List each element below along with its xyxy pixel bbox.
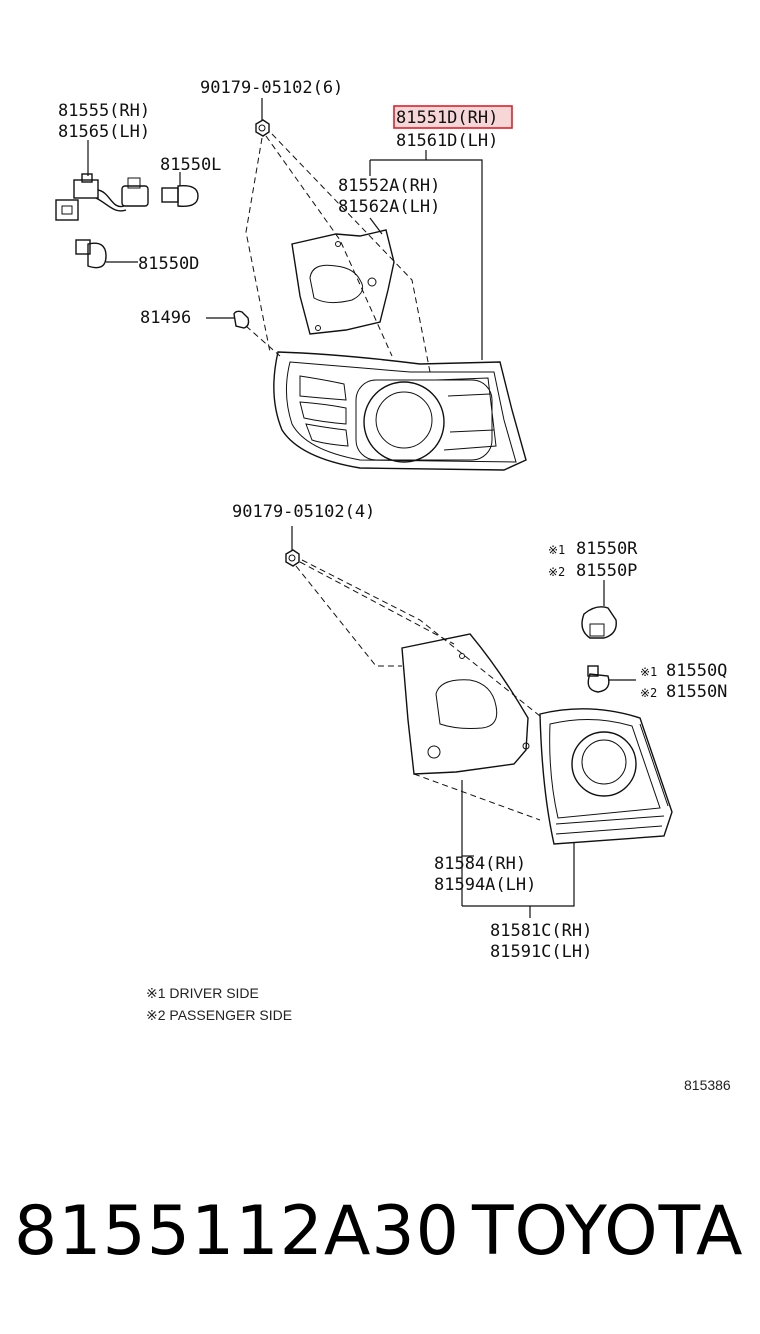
bulb-d-icon[interactable] (75, 239, 138, 269)
label-socket-lh[interactable]: 81565(LH) (58, 122, 150, 142)
diagram-code: 815386 (684, 1077, 731, 1093)
label-socket-rh[interactable]: 81555(RH) (58, 101, 150, 121)
socket-wire-assembly-icon[interactable] (55, 140, 149, 221)
label-bulb-q-mark: ※1 (640, 665, 657, 679)
label-gasket-rh[interactable]: 81552A(RH) (338, 176, 440, 196)
clip-icon[interactable] (206, 310, 250, 329)
label-bulb-n[interactable]: 81550N (666, 682, 727, 702)
label-gasket-lh[interactable]: 81562A(LH) (338, 197, 440, 217)
label-socket-r[interactable]: 81550R (576, 539, 638, 559)
gasket-bottom-icon[interactable] (401, 633, 530, 775)
brand-name: TOYOTA (472, 1192, 744, 1271)
label-bulb-n-mark: ※2 (640, 686, 657, 700)
note-driver-side: ※1 DRIVER SIDE (146, 985, 259, 1001)
exploded-parts-diagram: 90179-05102(6) 81555(RH) 81565(LH) 81550… (55, 78, 731, 1093)
gasket-top-icon[interactable] (291, 229, 395, 335)
note-passenger-side: ※2 PASSENGER SIDE (146, 1007, 292, 1023)
bulb-q-n-icon[interactable] (587, 665, 636, 693)
label-gasket2-lh[interactable]: 81594A(LH) (434, 875, 536, 895)
label-socket-r-mark: ※1 (548, 543, 565, 557)
label-lamp-rh[interactable]: 81551D(RH) (396, 108, 498, 128)
label-lamp-lh[interactable]: 81561D(LH) (396, 131, 498, 151)
bulb-l-icon[interactable] (161, 172, 199, 207)
label-bulb-q[interactable]: 81550Q (666, 661, 727, 681)
tail-lamp-outer-icon[interactable] (273, 351, 527, 471)
part-number: 8155112A30 (14, 1192, 460, 1271)
label-socket-p-mark: ※2 (548, 565, 565, 579)
screw-bottom-icon[interactable] (285, 526, 300, 567)
label-back-lamp-rh[interactable]: 81581C(RH) (490, 921, 592, 941)
label-screw-bottom[interactable]: 90179-05102(4) (232, 502, 375, 522)
label-screw-top[interactable]: 90179-05102(6) (200, 78, 343, 98)
label-socket-p[interactable]: 81550P (576, 561, 637, 581)
back-lamp-icon[interactable] (539, 708, 673, 845)
socket-r-p-icon[interactable] (581, 580, 617, 639)
label-gasket2-rh[interactable]: 81584(RH) (434, 854, 526, 874)
label-bulb-d[interactable]: 81550D (138, 254, 199, 274)
selected-part-highlight[interactable] (393, 105, 513, 129)
label-back-lamp-lh[interactable]: 81591C(LH) (490, 942, 592, 962)
label-bulb-l[interactable]: 81550L (160, 155, 221, 175)
screw-top-icon[interactable] (255, 119, 270, 137)
label-clip[interactable]: 81496 (140, 308, 191, 328)
